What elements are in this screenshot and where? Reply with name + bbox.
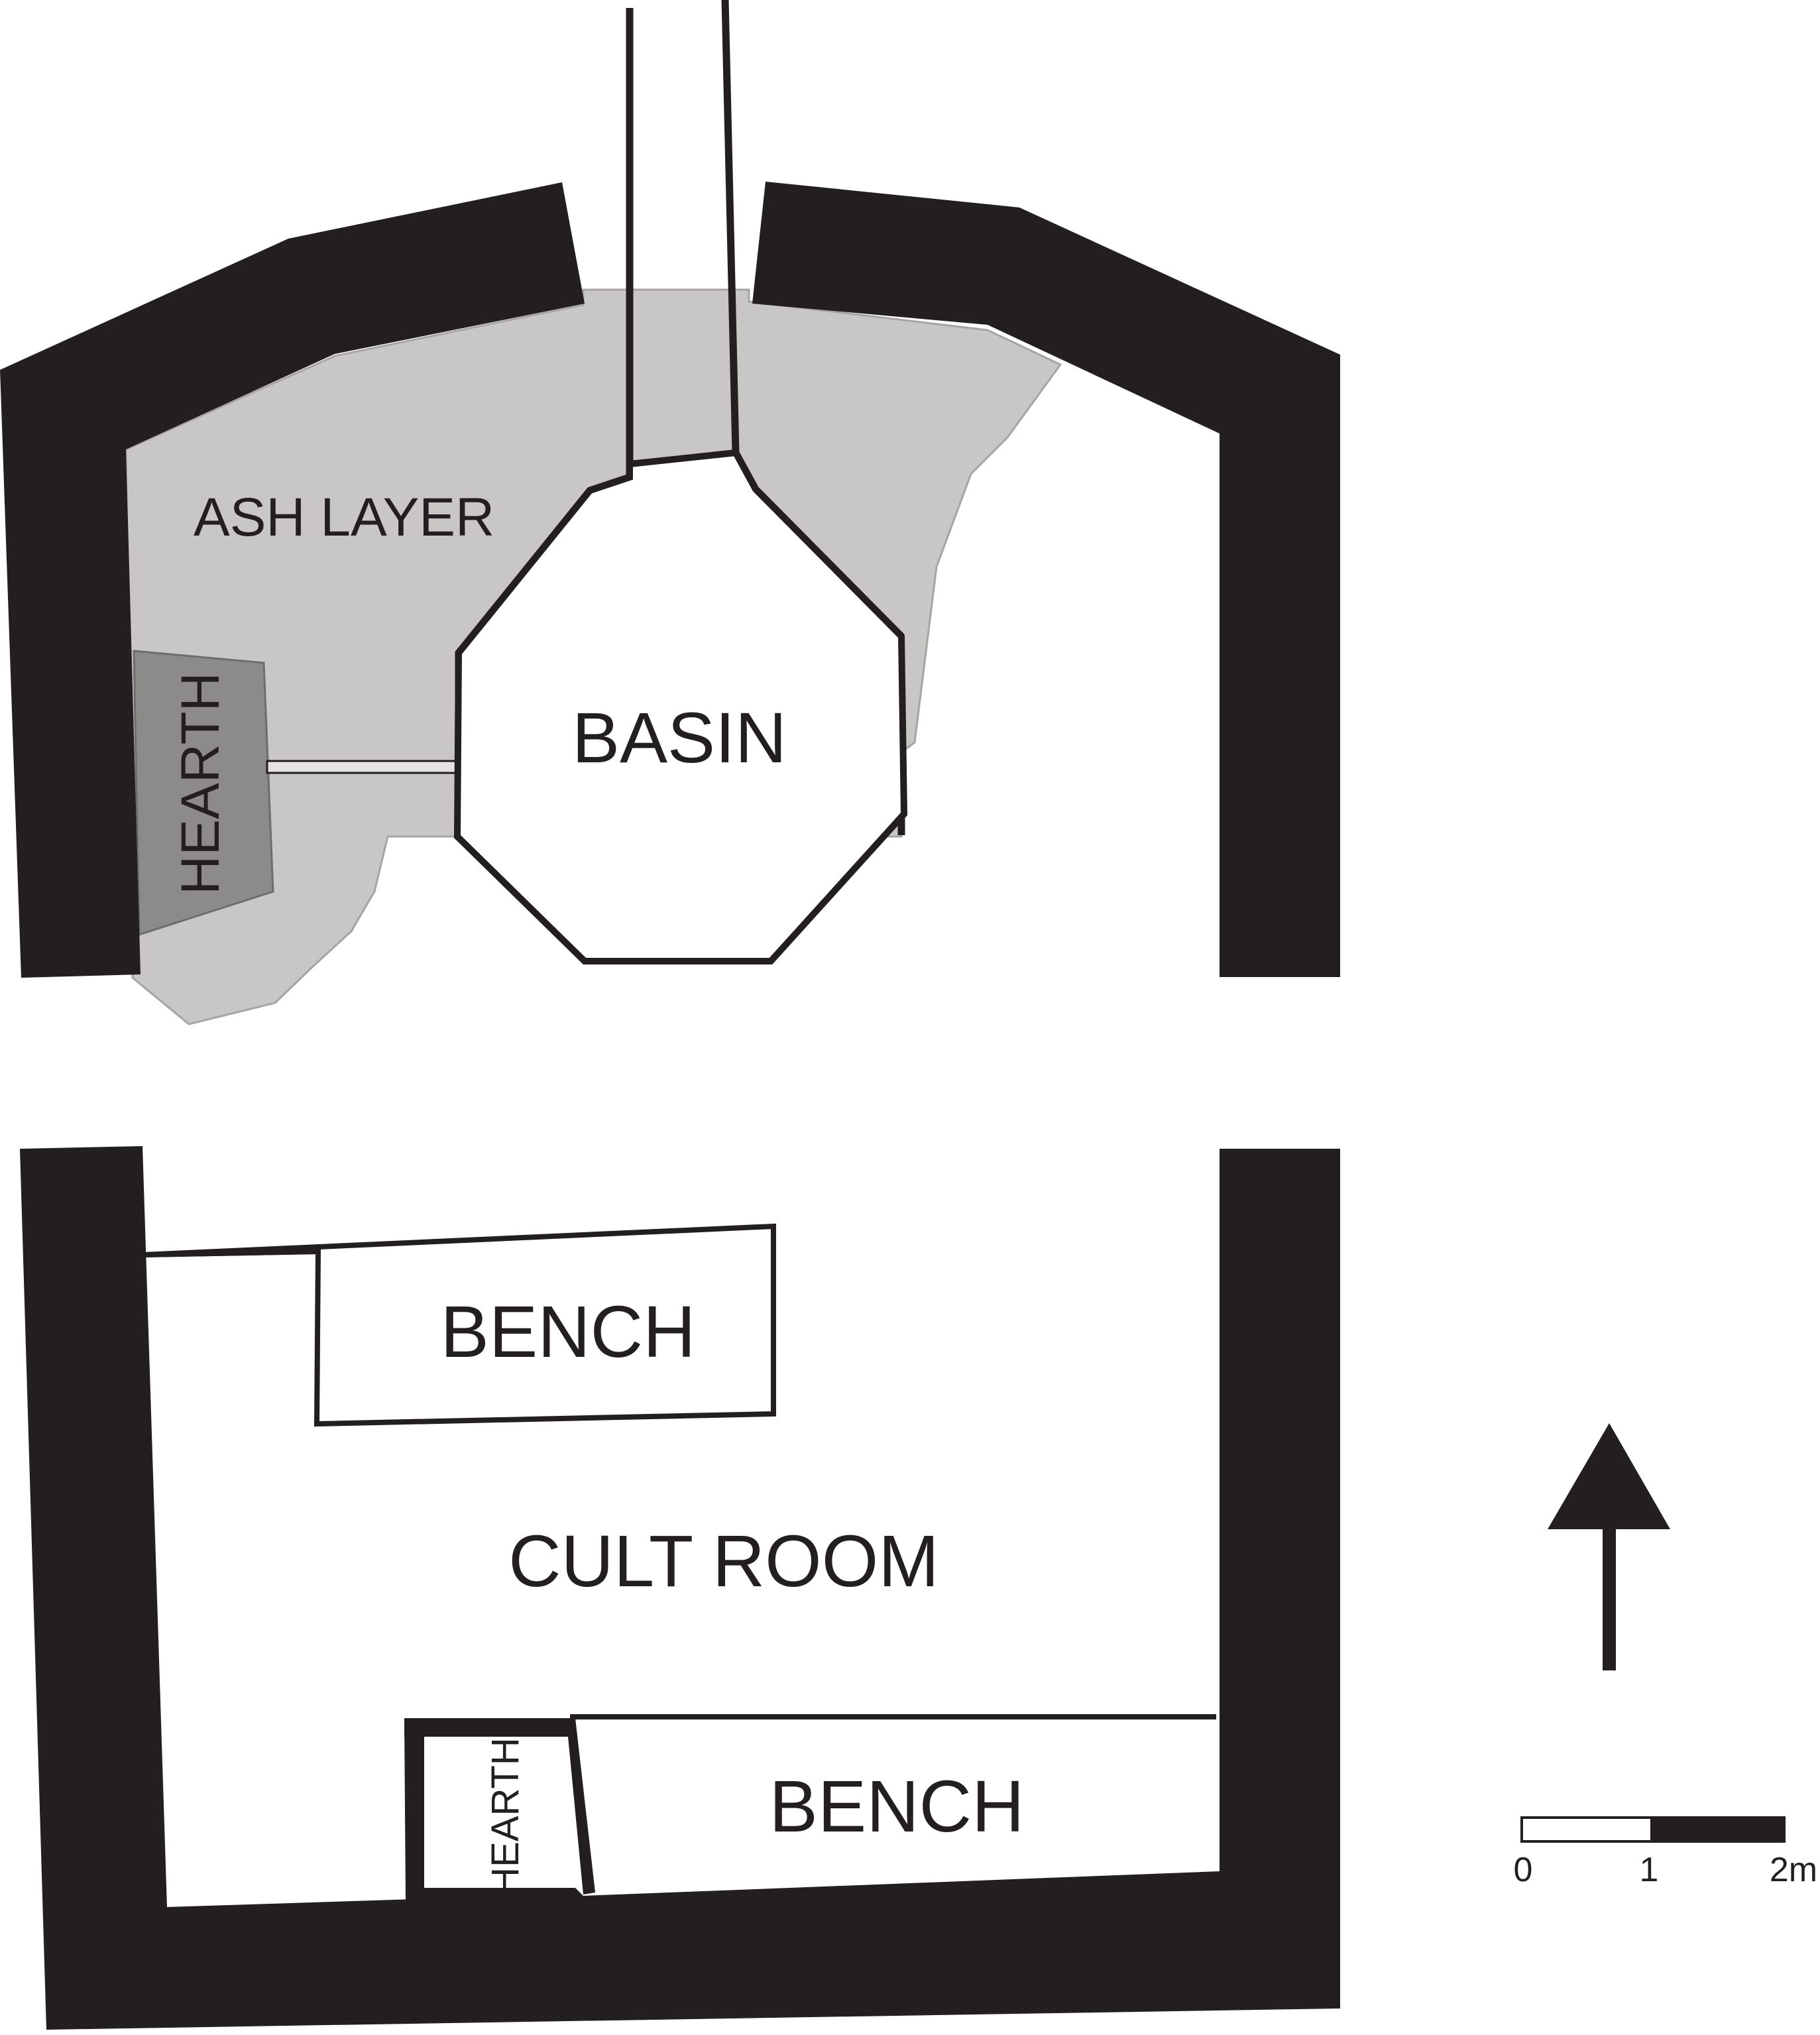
basin-label: BASIN <box>572 697 787 778</box>
lower-bench-label: BENCH <box>769 1766 1024 1847</box>
scale-bar <box>1520 1816 1786 1843</box>
scale-tick-0: 0 <box>1514 1851 1533 1889</box>
basin-outline <box>453 449 908 964</box>
upper-right-wall <box>752 182 1340 977</box>
lower-left-and-bottom-wall <box>20 1146 1340 2030</box>
scale-bar-black-segment <box>1650 1816 1786 1843</box>
cult-room-label: CULT ROOM <box>508 1521 939 1602</box>
lower-hearth-label: HEARTH <box>484 1737 527 1894</box>
lower-hearth-wall-top <box>404 1718 575 1737</box>
north-arrow-icon <box>1548 1423 1670 1670</box>
scale-tick-2m: 2m <box>1770 1851 1817 1889</box>
upper-left-wall <box>0 182 585 978</box>
scale-tick-1: 1 <box>1640 1851 1659 1889</box>
upper-bench-label: BENCH <box>440 1291 695 1373</box>
ash-layer-label: ASH LAYER <box>194 487 494 548</box>
upper-hearth-label: HEARTH <box>170 672 231 895</box>
upper-hearth-area <box>133 650 274 937</box>
scale-bar-white-segment <box>1520 1816 1653 1843</box>
upper-bench-wall-line <box>142 1249 319 1257</box>
channel <box>266 760 461 774</box>
